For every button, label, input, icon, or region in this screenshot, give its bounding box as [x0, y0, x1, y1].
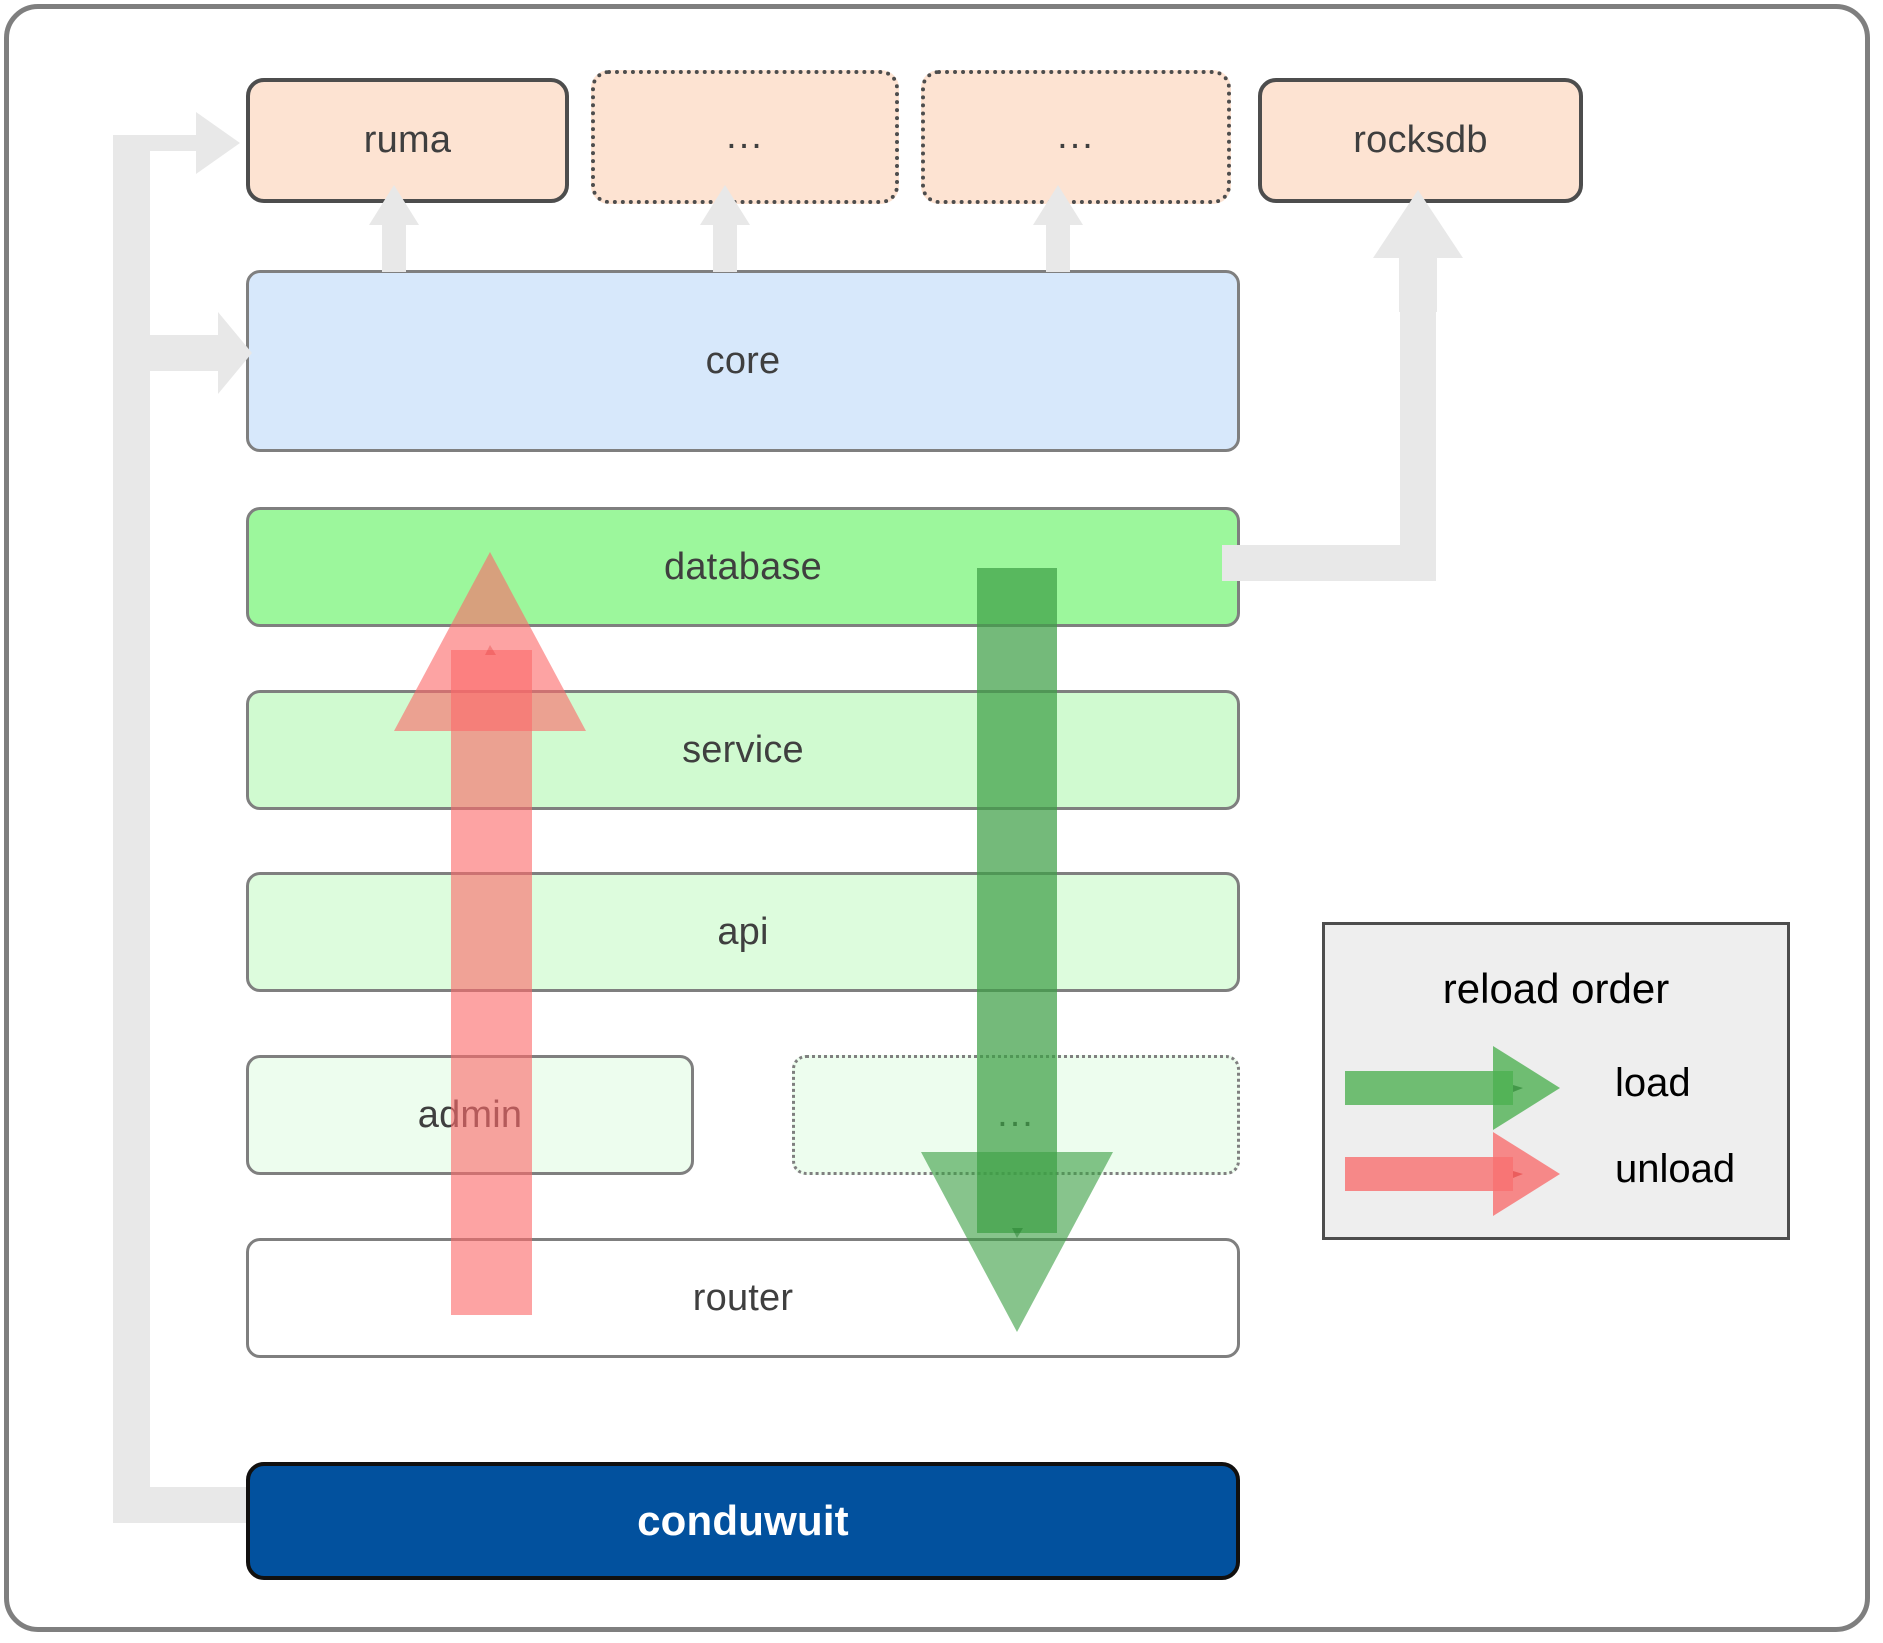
root-box-conduwuit[interactable]: conduwuit	[246, 1462, 1240, 1580]
layer-label-router: router	[692, 1276, 794, 1319]
root-label-conduwuit: conduwuit	[637, 1497, 849, 1544]
legend-label-unload: unload	[1615, 1147, 1736, 1191]
layer-label-service: service	[682, 728, 804, 771]
layer-label-core: core	[705, 339, 781, 382]
layer-box-more[interactable]: ...	[792, 1055, 1240, 1175]
layer-label-database: database	[664, 545, 822, 588]
dependency-box-2[interactable]: ...	[591, 70, 899, 204]
legend-panel: reload order load unload	[1322, 922, 1790, 1240]
layer-box-admin[interactable]: admin	[246, 1055, 694, 1175]
legend-row-load: load	[1325, 1046, 1787, 1130]
legend-title: reload order	[1442, 965, 1670, 1012]
dependency-label-2: ...	[726, 115, 764, 158]
dependency-label-ruma: ruma	[363, 119, 452, 161]
layer-box-api[interactable]: api	[246, 872, 1240, 992]
layer-label-admin: admin	[417, 1093, 523, 1136]
dependency-box-rocksdb[interactable]: rocksdb	[1258, 78, 1583, 203]
layer-label-api: api	[717, 910, 769, 953]
unload-legend-icon	[1345, 1132, 1560, 1216]
diagram-frame	[4, 4, 1870, 1632]
layer-box-service[interactable]: service	[246, 690, 1240, 810]
dependency-label-rocksdb: rocksdb	[1353, 119, 1488, 161]
dependency-box-ruma[interactable]: ruma	[246, 78, 569, 203]
layer-box-core[interactable]: core	[246, 270, 1240, 452]
layer-label-more: ...	[997, 1093, 1035, 1136]
legend-label-load: load	[1615, 1061, 1691, 1105]
legend-row-unload: unload	[1325, 1132, 1787, 1216]
layer-box-router[interactable]: router	[246, 1238, 1240, 1358]
layer-box-database[interactable]: database	[246, 507, 1240, 627]
dependency-box-3[interactable]: ...	[921, 70, 1231, 204]
dependency-label-3: ...	[1057, 115, 1095, 158]
load-legend-icon	[1345, 1046, 1560, 1130]
